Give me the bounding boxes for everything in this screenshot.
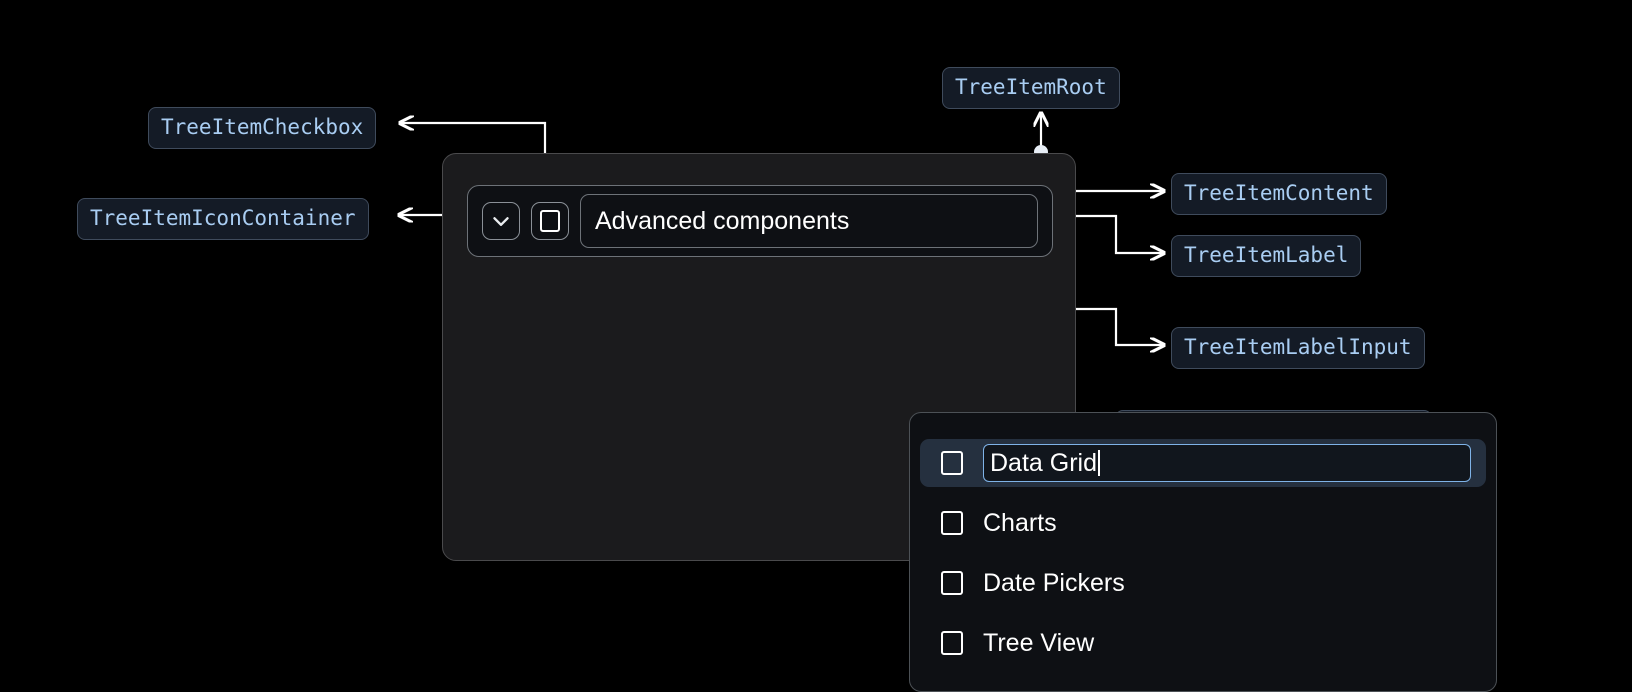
checkbox-unchecked-icon[interactable] xyxy=(941,451,963,475)
tree-item-child-row[interactable]: Date Pickers xyxy=(920,559,1486,607)
annotation-tree-item-content: TreeItemContent xyxy=(1171,173,1387,215)
annotated-tree-diagram: TreeItemCheckbox TreeItemIconContainer T… xyxy=(77,67,1497,692)
annotation-tree-item-label: TreeItemLabel xyxy=(1171,235,1362,277)
tree-item-checkbox[interactable] xyxy=(531,202,569,240)
annotation-tree-item-label-input: TreeItemLabelInput xyxy=(1171,327,1425,369)
annotation-tree-item-root: TreeItemRoot xyxy=(942,67,1120,109)
text-caret xyxy=(1097,450,1100,476)
checkbox-unchecked-icon[interactable] xyxy=(941,511,963,535)
chevron-down-icon xyxy=(488,208,514,234)
tree-item-label-text: Advanced components xyxy=(595,206,850,235)
tree-item-label-input[interactable]: Data Grid xyxy=(983,444,1471,482)
annotation-tree-item-icon-container: TreeItemIconContainer xyxy=(77,198,369,240)
checkbox-unchecked-icon[interactable] xyxy=(941,631,963,655)
tree-item-label-input-value: Data Grid xyxy=(990,448,1097,477)
checkbox-unchecked-icon[interactable] xyxy=(941,571,963,595)
annotation-tree-item-checkbox: TreeItemCheckbox xyxy=(148,107,377,149)
tree-item-label-text: Tree View xyxy=(983,628,1095,657)
tree-item-child-row[interactable]: Data Grid xyxy=(920,439,1486,487)
tree-item-child-row[interactable]: Tree View xyxy=(920,619,1486,667)
tree-item-group-transition: Data Grid Charts Date Pickers Tree View xyxy=(909,412,1497,692)
tree-item-label-text: Date Pickers xyxy=(983,568,1125,597)
tree-item-label-text: Charts xyxy=(983,508,1057,537)
checkbox-unchecked-icon xyxy=(540,210,560,232)
tree-item-icon-container[interactable] xyxy=(482,202,520,240)
tree-item-child-row[interactable]: Charts xyxy=(920,499,1486,547)
tree-item-content[interactable]: Advanced components xyxy=(467,185,1053,257)
tree-item-root[interactable]: Advanced components Data Grid Charts Dat… xyxy=(442,153,1497,692)
tree-item-label[interactable]: Advanced components xyxy=(580,194,1038,248)
